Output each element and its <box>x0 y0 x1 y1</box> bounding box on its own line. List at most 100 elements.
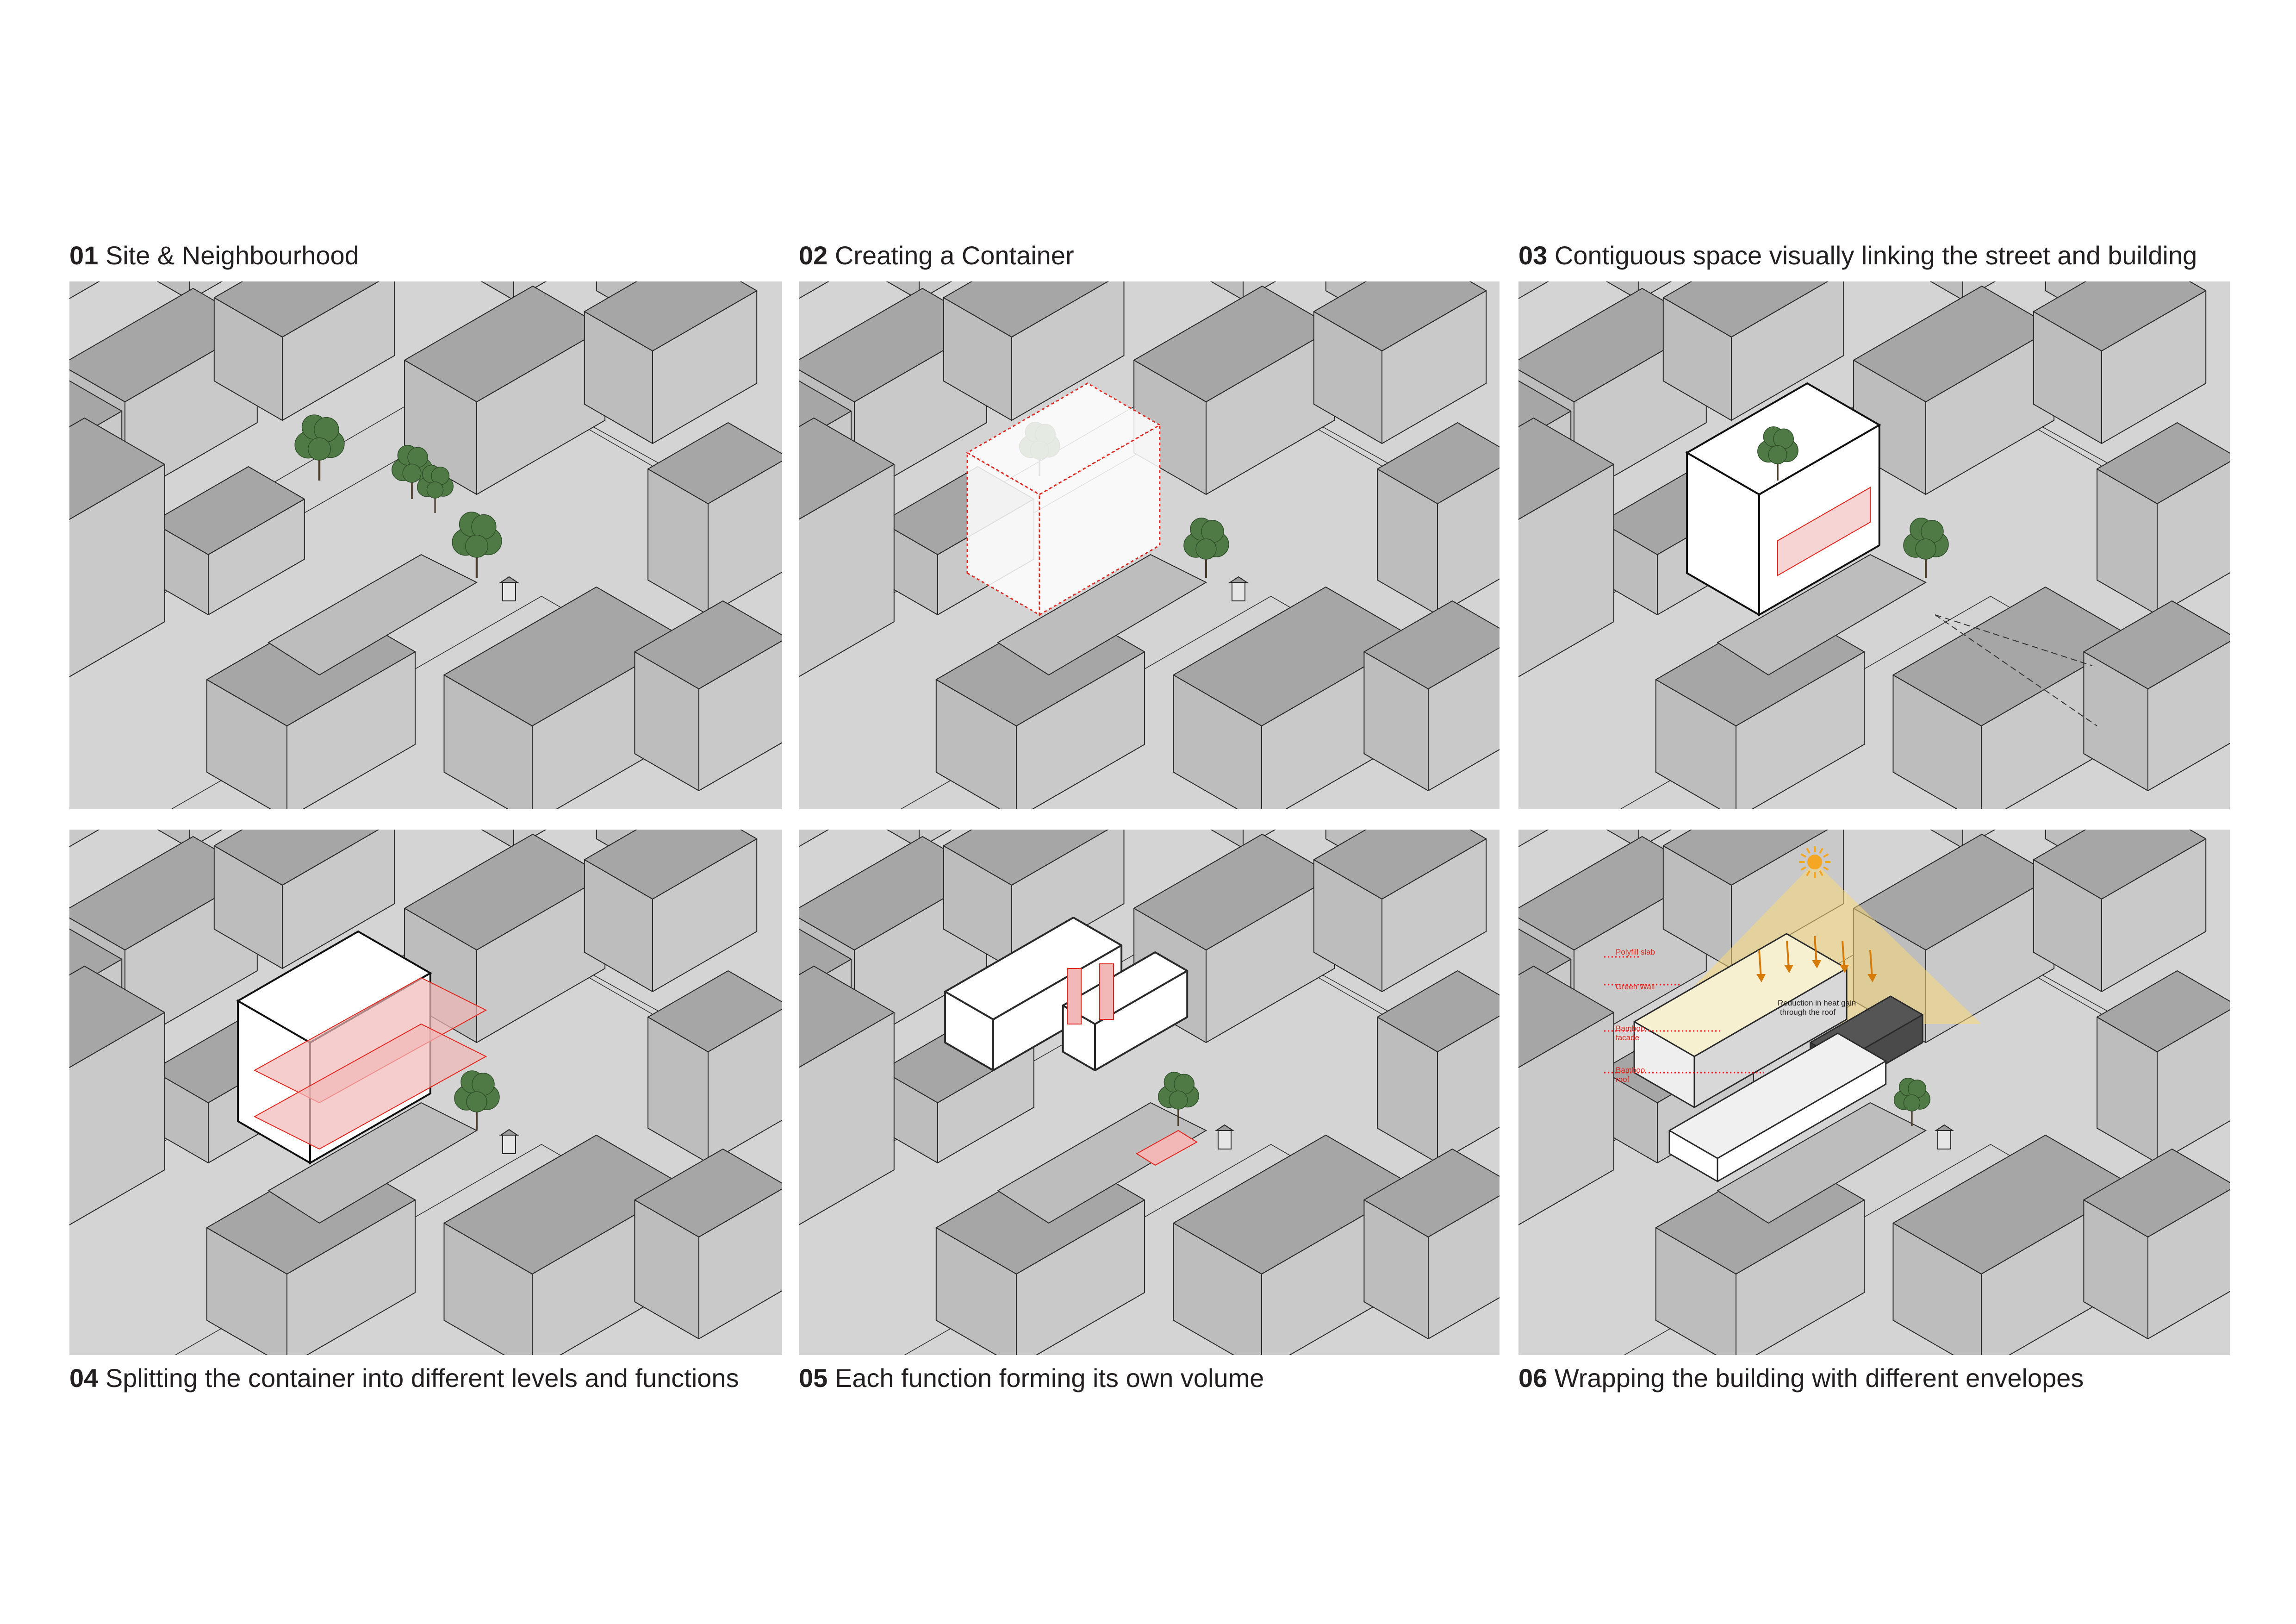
stair-core <box>1067 968 1082 1024</box>
arrow-shaft <box>1869 949 1873 978</box>
kiosk-icon <box>499 576 519 601</box>
neighbourhood <box>1518 281 2230 809</box>
site-foreground <box>1604 846 1981 1182</box>
block-face-top <box>2097 422 2230 504</box>
block-face-top <box>1377 970 1500 1052</box>
arrow-head <box>1756 974 1766 982</box>
site-foreground <box>1685 382 2097 726</box>
block-face-right <box>919 281 952 300</box>
kiosk-icon <box>1934 1124 1954 1149</box>
tree-icon <box>1903 518 1949 578</box>
tree-icon <box>452 512 502 578</box>
block-face-top <box>213 830 380 886</box>
kiosk-body <box>502 1135 516 1154</box>
arrow-shaft <box>1758 949 1762 978</box>
caption-03: 03 Contiguous space visually linking the… <box>1518 241 2197 270</box>
envelope-label-bamboo-facade-1: Bamboo <box>1616 1024 1645 1033</box>
block-face-top <box>943 281 1109 337</box>
building-block <box>799 281 829 300</box>
block-face-top <box>647 970 782 1052</box>
block-face-top <box>1518 836 1707 950</box>
block-face-top <box>2097 970 2230 1052</box>
arrow-shaft <box>1786 940 1790 969</box>
link-plane <box>1777 487 1871 576</box>
heat-arrow <box>1812 936 1821 968</box>
diagram-canvas <box>799 830 1500 1355</box>
building-block <box>2083 600 2230 791</box>
kiosk-body <box>1218 1130 1232 1149</box>
diagram-canvas <box>69 830 782 1355</box>
tree-icon <box>417 465 454 513</box>
sun-ray <box>1823 866 1829 871</box>
block-face-top <box>1518 288 1707 402</box>
tree-foliage <box>1169 1090 1188 1110</box>
panel-03 <box>1518 281 2230 809</box>
envelope-label-green-wall: Green Wall <box>1616 982 1655 991</box>
kiosk-roof <box>1228 576 1249 583</box>
block-face-left <box>480 281 514 300</box>
envelope-label-bamboo-roof-2: roof <box>1616 1075 1630 1084</box>
building-block <box>151 466 305 615</box>
block-face-top <box>799 966 895 1068</box>
site-plot <box>997 554 1207 676</box>
tree-icon <box>294 414 345 481</box>
block-face-top <box>1853 286 2055 402</box>
building-block <box>69 418 165 677</box>
block-face-right <box>1011 281 1125 421</box>
site-foreground <box>944 917 1235 1166</box>
caption-text: Creating a Container <box>834 241 1074 270</box>
site-plot <box>1717 1102 1927 1224</box>
envelope-label-heat-note-2: through the roof <box>1780 1008 1836 1017</box>
block-face-right <box>2147 641 2230 791</box>
panel-02 <box>799 281 1500 809</box>
building-block <box>584 281 758 444</box>
kiosk-icon <box>1228 576 1249 601</box>
block-face-right <box>799 281 829 300</box>
kiosk-roof <box>499 576 519 583</box>
block-face-top <box>69 288 258 402</box>
building-block <box>2033 281 2207 444</box>
sun-ray <box>1800 866 1806 871</box>
caption-05: 05 Each function forming its own volume <box>799 1363 1264 1393</box>
stair-core <box>1099 963 1114 1020</box>
sun-ray <box>1819 870 1823 876</box>
block-face-top <box>404 834 606 950</box>
envelope-label-polyfill-slab: Polyfill slab <box>1616 948 1655 956</box>
caption-01: 01 Site & Neighbourhood <box>69 241 359 270</box>
block-face-right <box>189 281 223 300</box>
block-face-left <box>480 830 514 849</box>
block-face-right <box>1518 830 1549 848</box>
block-face-top <box>1892 587 2134 726</box>
block-face-right <box>69 281 100 300</box>
building-block <box>799 830 829 848</box>
heat-arrow <box>1756 949 1766 982</box>
tree-foliage <box>1903 1094 1921 1112</box>
block-face-top <box>2033 281 2207 351</box>
block-face-top <box>404 286 606 402</box>
caption-number: 06 <box>1518 1363 1548 1393</box>
sightline <box>1935 614 2097 726</box>
block-face-right <box>919 830 952 849</box>
building-block <box>213 830 395 969</box>
building-block <box>943 281 1125 421</box>
kiosk-roof <box>1934 1124 1954 1131</box>
block-face-right <box>708 460 782 615</box>
block-face-left <box>1210 830 1244 849</box>
tree-icon <box>1893 1078 1930 1126</box>
site-foreground <box>294 414 519 601</box>
building-block <box>1518 418 1614 677</box>
building-block <box>634 600 782 791</box>
site-plot <box>997 1102 1207 1224</box>
building-block <box>1133 286 1335 495</box>
block-face-left <box>1929 281 1963 300</box>
tree-foliage <box>1768 445 1787 464</box>
arrow-shaft <box>1814 936 1817 964</box>
heat-arrow <box>1840 940 1849 973</box>
neighbourhood <box>69 830 782 1355</box>
tree-foliage <box>426 481 444 499</box>
block-face-top <box>1518 418 1614 520</box>
container-face <box>966 382 1161 495</box>
building-block <box>634 1149 782 1339</box>
site-plot <box>1717 554 1927 676</box>
building-block <box>1173 1135 1415 1355</box>
